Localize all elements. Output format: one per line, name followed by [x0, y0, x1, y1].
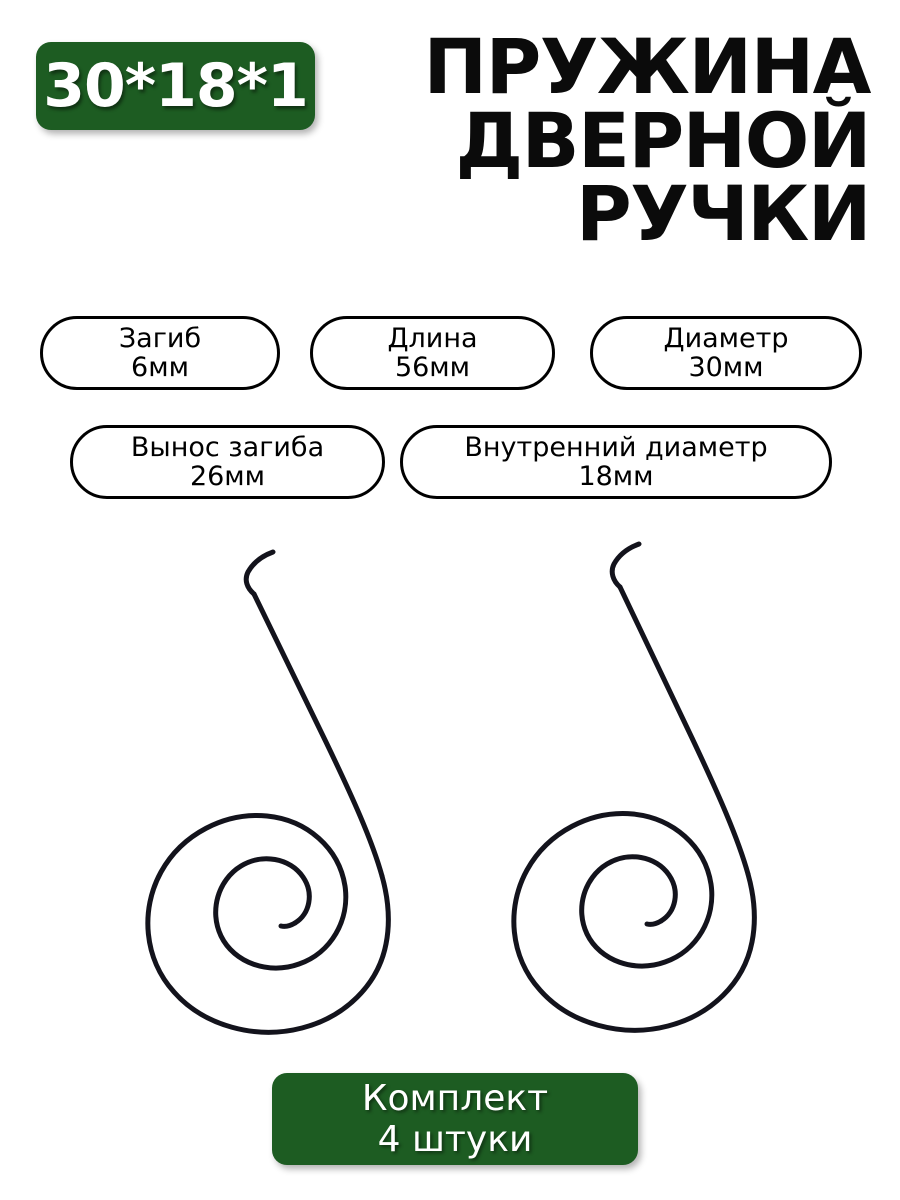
spec-value: 18мм [578, 461, 654, 492]
spec-label: Загиб [118, 322, 202, 354]
kit-badge-line-1: Комплект [361, 1077, 549, 1119]
spec-label: Внутренний диаметр [464, 431, 768, 463]
spec-value: 30мм [688, 352, 764, 383]
page-title: ПРУЖИНА ДВЕРНОЙ РУЧКИ [350, 22, 872, 259]
title-line-3: РУЧКИ [576, 169, 871, 259]
kit-badge: Комплект 4 штуки [272, 1073, 638, 1165]
kit-badge-line-2: 4 штуки [377, 1119, 533, 1160]
title-line-2: ДВЕРНОЙ [455, 95, 871, 185]
spec-label: Длина [387, 322, 478, 354]
spring-right [511, 541, 757, 1033]
spring-left [145, 549, 391, 1035]
spec-value: 26мм [189, 461, 266, 492]
size-badge-label: 30*18*1 [43, 51, 308, 121]
spec-label: Диаметр [663, 322, 789, 354]
title-line-1: ПРУЖИНА [423, 22, 872, 111]
spec-pill-inner-diameter: Внутренний диаметр 18мм [400, 425, 832, 499]
spec-value: 6мм [131, 352, 189, 383]
product-illustration [0, 520, 900, 1060]
size-badge: 30*18*1 [36, 42, 315, 130]
spec-pill-bend-offset: Вынос загиба 26мм [70, 425, 385, 499]
spec-label: Вынос загиба [130, 431, 325, 463]
spec-pill-diameter: Диаметр 30мм [590, 316, 862, 390]
spec-value: 56мм [394, 352, 471, 383]
spec-pill-bend: Загиб 6мм [40, 316, 280, 390]
spec-pill-length: Длина 56мм [310, 316, 555, 390]
